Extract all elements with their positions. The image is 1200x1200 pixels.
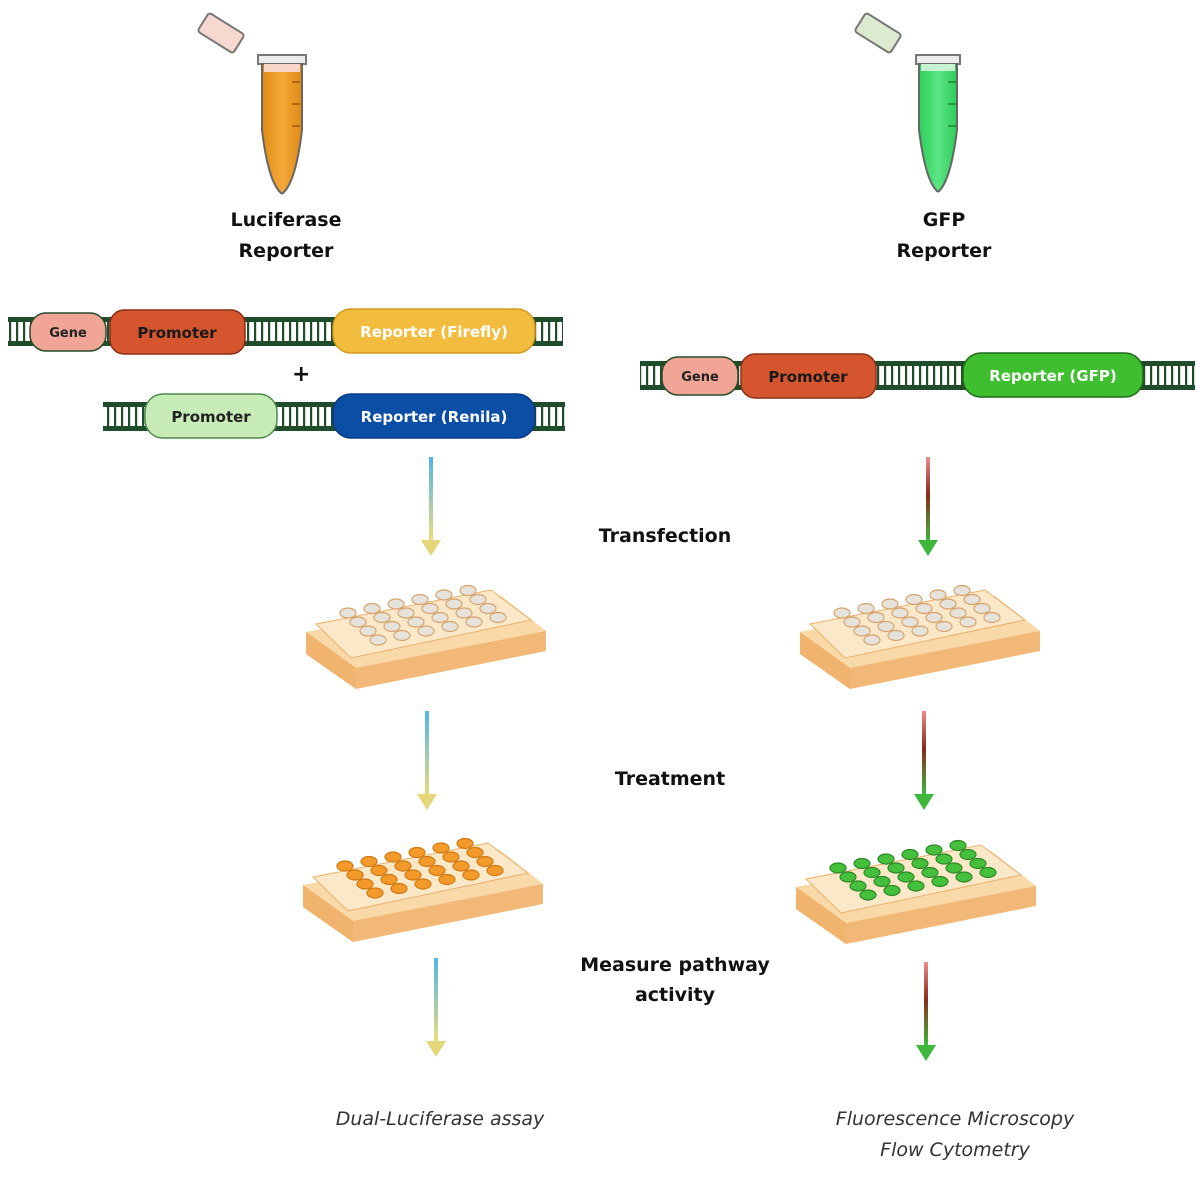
step-transfection: Transfection (598, 525, 732, 547)
well-plate-orange-icon (303, 837, 543, 942)
well-plate-green-icon (796, 839, 1036, 944)
luciferase-construct-1: Gene Promoter Reporter (Firefly) (8, 308, 563, 355)
arrow-right-2 (914, 711, 934, 810)
gfp-title-line2: Reporter (896, 240, 992, 262)
luciferase-title-line1: Luciferase (230, 209, 342, 231)
promoter-box (740, 353, 877, 399)
step-measure-line2: activity (634, 984, 716, 1006)
luciferase-tube-icon (197, 12, 307, 195)
gfp-title-line1: GFP (922, 209, 966, 231)
step-measure: Measure pathway activity (555, 950, 795, 1010)
promoter-label: Promoter (137, 324, 217, 342)
well-plate-empty-right-icon (800, 584, 1040, 689)
gfp-reporter-box (962, 352, 1144, 398)
gene-label: Gene (681, 370, 719, 385)
arrow-left-3 (426, 958, 446, 1057)
renilla-reporter-box (332, 393, 536, 439)
gfp-output-line1: Fluorescence Microscopy (835, 1108, 1075, 1130)
promoter-box (109, 309, 246, 355)
step-treatment: Treatment (614, 768, 726, 790)
arrow-right-3 (916, 962, 936, 1061)
gene-box (29, 312, 107, 352)
promoter-label: Promoter (171, 408, 251, 426)
luciferase-title-line2: Reporter (238, 240, 334, 262)
renilla-reporter-label: Reporter (Renila) (361, 408, 508, 426)
firefly-reporter-label: Reporter (Firefly) (360, 323, 508, 341)
promoter-box (144, 393, 278, 439)
luciferase-title: Luciferase Reporter (186, 205, 386, 267)
gfp-output-line2: Flow Cytometry (880, 1139, 1030, 1161)
arrow-left-2 (417, 711, 437, 810)
gfp-construct: Gene Promoter Reporter (GFP) (640, 352, 1195, 399)
gfp-output: Fluorescence Microscopy Flow Cytometry (800, 1104, 1110, 1166)
gfp-title: GFP Reporter (844, 205, 1044, 267)
gene-label: Gene (49, 326, 87, 341)
plus-sign: + (292, 362, 311, 387)
arrow-left-1 (421, 457, 441, 556)
gfp-reporter-label: Reporter (GFP) (989, 367, 1116, 385)
luciferase-construct-2: Promoter Reporter (Renila) (103, 393, 565, 439)
step-measure-line1: Measure pathway (580, 954, 770, 976)
gene-box (661, 356, 739, 396)
gfp-tube-icon (854, 12, 961, 193)
well-plate-empty-left-icon (306, 584, 546, 689)
luciferase-output: Dual-Luciferase assay (335, 1108, 545, 1130)
firefly-reporter-box (332, 308, 536, 354)
arrow-right-1 (918, 457, 938, 556)
promoter-label: Promoter (768, 368, 848, 386)
